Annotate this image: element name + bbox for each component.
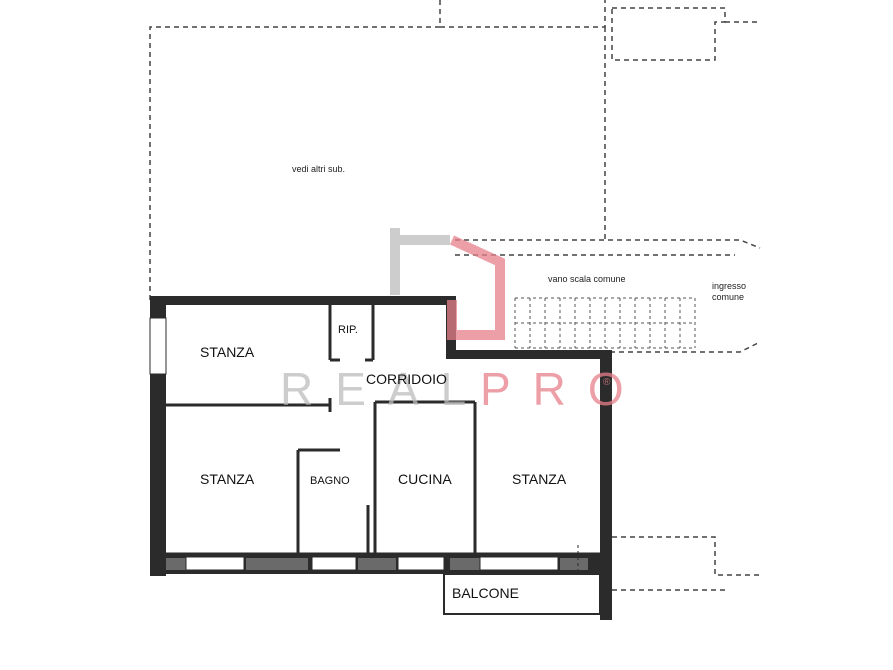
staircase	[514, 297, 696, 349]
wall-stair-bottom	[446, 350, 612, 359]
label-stanza-1: STANZA	[200, 344, 255, 360]
window-stanza-3	[479, 556, 559, 571]
label-vano-scala: vano scala comune	[548, 274, 626, 284]
watermark-trademark: ®	[603, 377, 611, 388]
label-bagno: BAGNO	[310, 475, 350, 487]
label-corridoio: CORRIDOIO	[366, 371, 447, 387]
upper-unit-right-box	[611, 7, 726, 61]
watermark: REAL PRO ®	[280, 228, 646, 415]
upper-unit-outline	[149, 0, 441, 300]
window-bagno	[311, 556, 357, 571]
window-cucina	[397, 556, 445, 571]
interior-walls	[166, 305, 600, 556]
label-ingresso-1: ingresso	[712, 281, 746, 291]
window-left	[149, 317, 167, 375]
lower-right-outline	[612, 536, 760, 576]
wall-top-left	[150, 296, 456, 305]
label-cucina: CUCINA	[398, 471, 452, 487]
label-stanza-3: STANZA	[512, 471, 567, 487]
label-balcone: BALCONE	[452, 585, 519, 601]
label-ingresso-2: comune	[712, 292, 744, 302]
label-stanza-2: STANZA	[200, 471, 255, 487]
windows	[149, 317, 559, 571]
balcony	[443, 545, 601, 615]
upper-unit-top-line	[440, 0, 606, 28]
stair-corridor-bottom	[610, 341, 761, 353]
wall-texture	[166, 558, 588, 570]
watermark-right-text: PRO	[480, 363, 646, 415]
stair-corridor-top	[455, 239, 761, 249]
adjacent-outlines	[149, 0, 761, 591]
watermark-left-text: REAL	[280, 363, 488, 415]
wall-right	[600, 350, 612, 620]
balcony-outline	[443, 573, 601, 615]
label-vedi-altri: vedi altri sub.	[292, 164, 345, 174]
label-rip: RIP.	[338, 324, 358, 336]
window-stanza-2	[185, 556, 245, 571]
house-logo-icon	[390, 228, 505, 340]
